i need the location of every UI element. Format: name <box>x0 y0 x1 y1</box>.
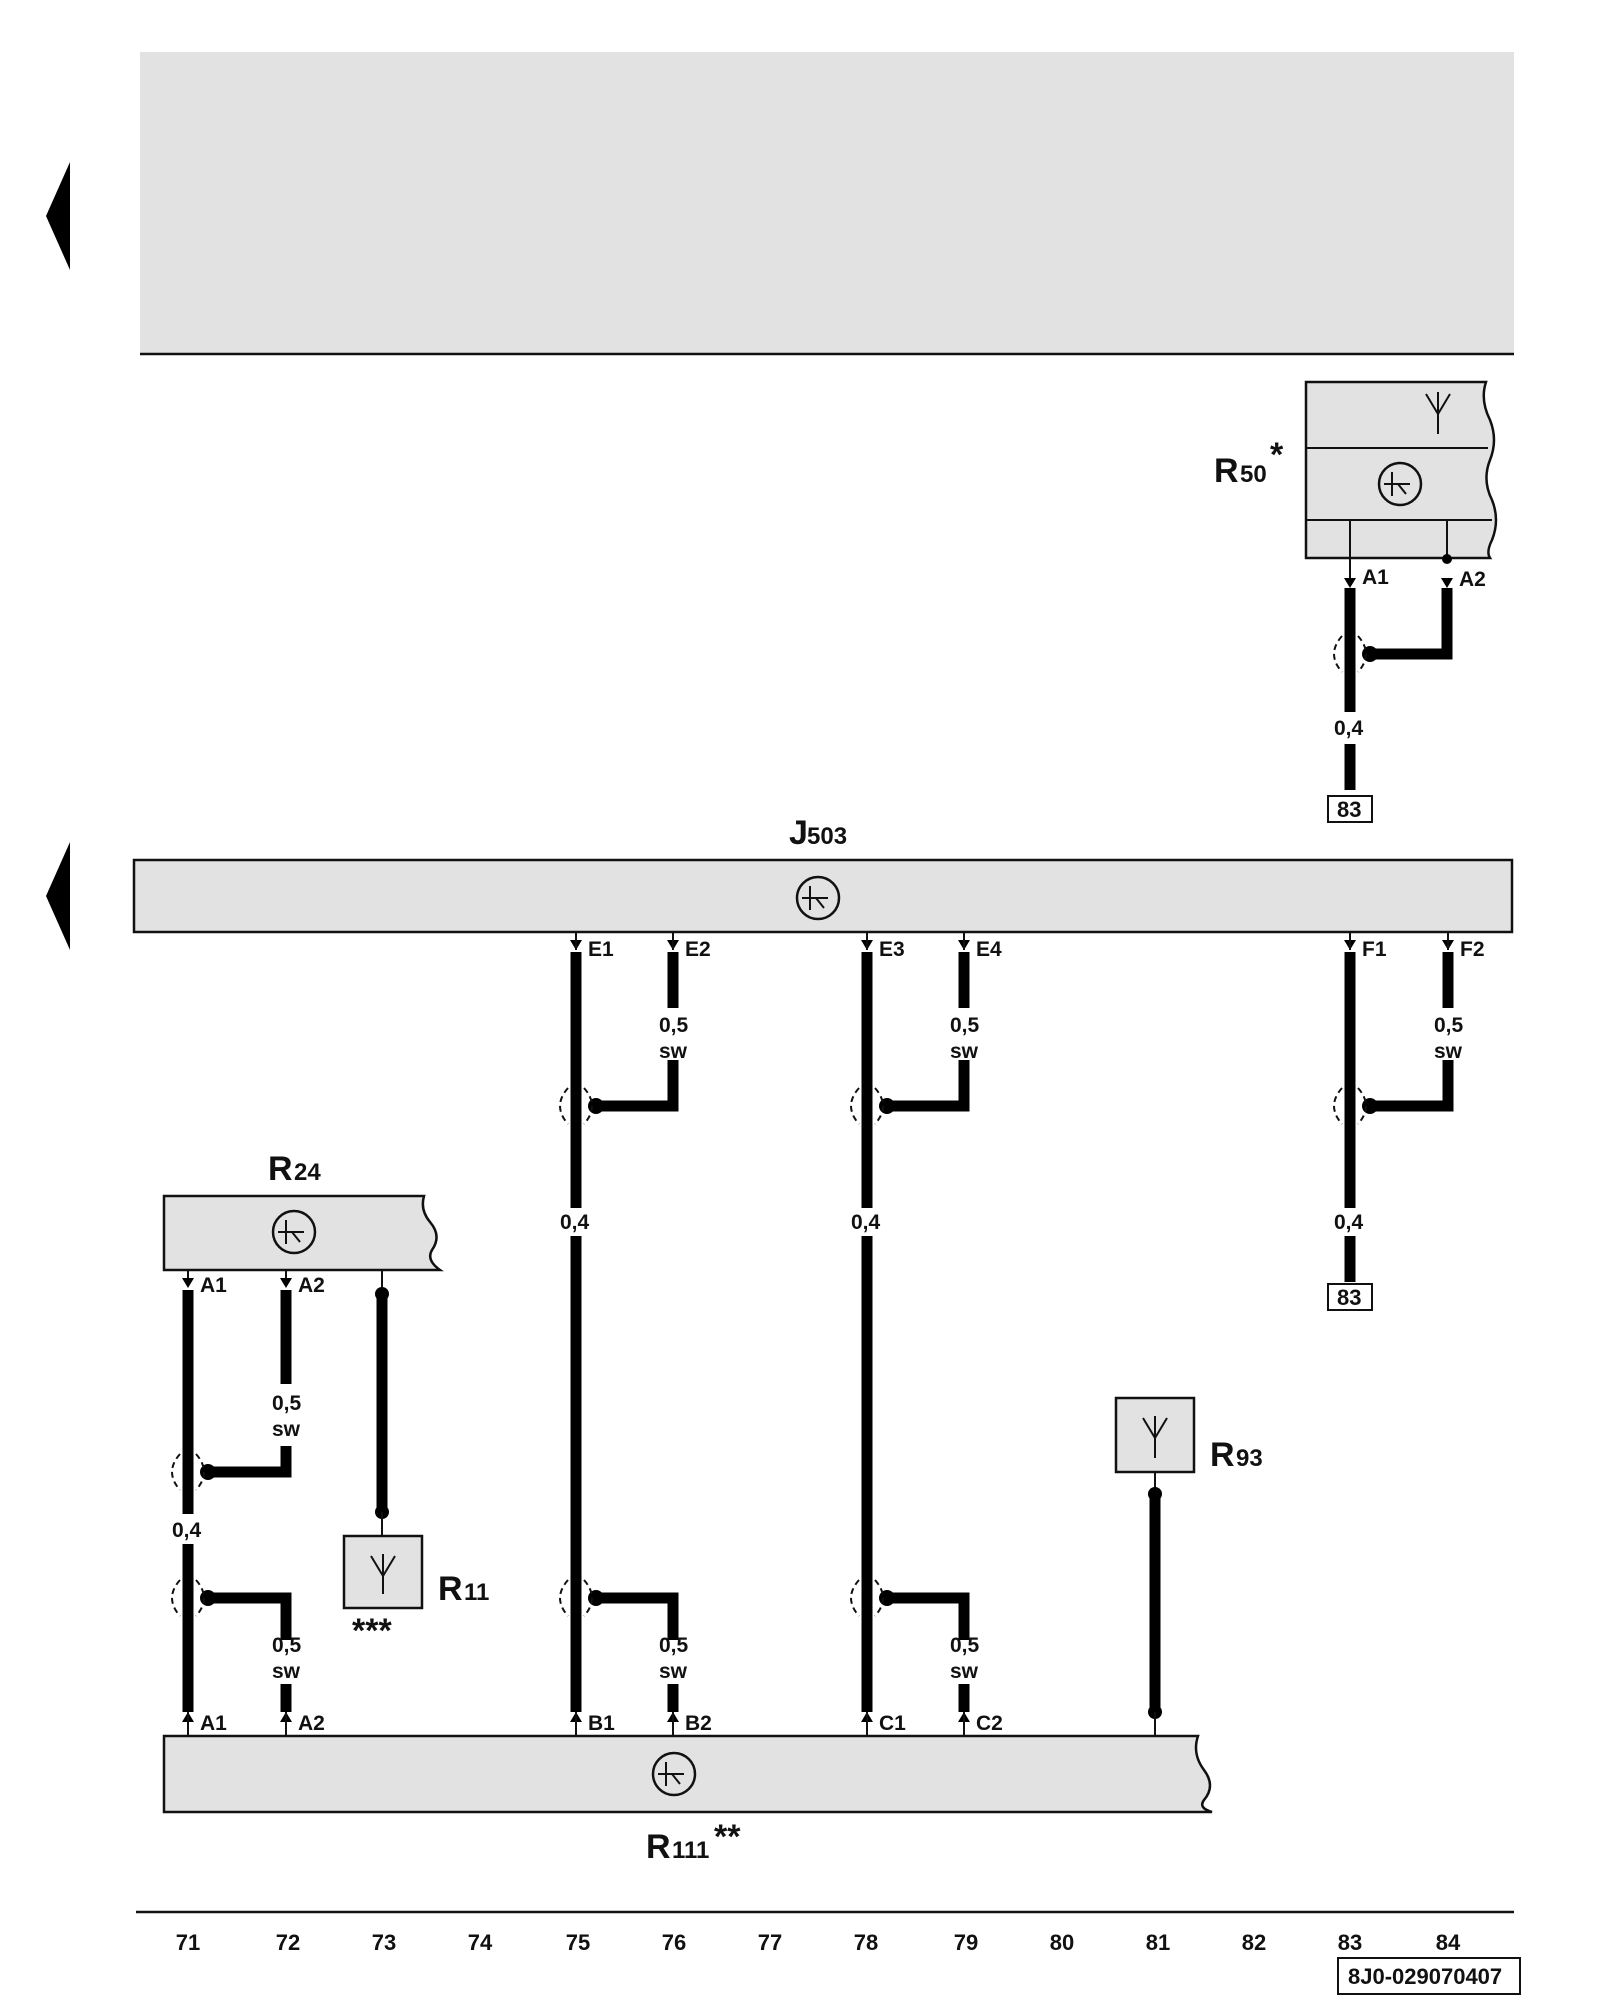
pin-j503-f2: F2 <box>1460 938 1485 961</box>
column-number: 82 <box>1242 1930 1266 1955</box>
wire-size-e3: 0,4 <box>851 1211 881 1234</box>
component-r93: R 93 <box>1114 1396 1263 1474</box>
column-number: 74 <box>468 1930 493 1955</box>
antenna-icon <box>370 1554 396 1594</box>
r111-mark: ** <box>714 1818 741 1856</box>
component-r11: R 11 *** <box>342 1534 489 1650</box>
r111-letter: R <box>646 1828 671 1866</box>
wire-size-b2: 0,5 <box>659 1634 689 1657</box>
r50-mark: * <box>1270 436 1284 474</box>
component-r24: R 24 <box>162 1150 444 1272</box>
header-band <box>140 52 1514 354</box>
j503-sub: 503 <box>807 823 847 850</box>
pin-j503-f1: F1 <box>1362 938 1387 961</box>
wire-size-c2: 0,5 <box>950 1634 980 1657</box>
wire-size-e4: 0,5 <box>950 1014 980 1037</box>
column-number: 80 <box>1050 1930 1074 1955</box>
pin-j503-e3: E3 <box>879 938 905 961</box>
pin-j503-e4: E4 <box>976 938 1002 961</box>
wire-size-r50: 0,4 <box>1334 717 1364 740</box>
j503-letter: J <box>789 814 808 852</box>
j503-pins: E1 E2 E3 E4 F1 F2 <box>570 932 1485 961</box>
r24-letter: R <box>268 1150 293 1188</box>
ref-83-bottom: 83 <box>1337 1285 1361 1310</box>
column-number: 78 <box>854 1930 878 1955</box>
column-number: 84 <box>1436 1930 1461 1955</box>
pin-r111-a1: A1 <box>200 1712 227 1735</box>
wire-color-f2: sw <box>1434 1040 1463 1063</box>
control-unit-icon <box>795 875 841 921</box>
wire-size-f2: 0,5 <box>1434 1014 1464 1037</box>
column-numbers: 71 72 73 74 75 76 77 78 79 80 81 82 83 84 <box>176 1930 1461 1955</box>
pin-r50-a1: A1 <box>1362 566 1389 589</box>
r111-pins: A1 A2 B1 B2 C1 C2 <box>182 1712 1003 1736</box>
doc-code: 8J0-029070407 <box>1348 1964 1502 1989</box>
r93-sub: 93 <box>1236 1445 1263 1472</box>
nav-back-arrow-middle-icon[interactable] <box>46 842 70 950</box>
ref-box-83-top[interactable] <box>1327 795 1373 823</box>
r111-sub: 111 <box>672 1837 709 1864</box>
pin-r24-a1: A1 <box>200 1274 227 1297</box>
antenna-icon <box>1142 1416 1168 1458</box>
column-number: 83 <box>1338 1930 1362 1955</box>
component-r50: R 50 * <box>1214 380 1498 560</box>
wire-color-b2: sw <box>659 1660 688 1683</box>
pin-r111-b2: B2 <box>685 1712 712 1735</box>
pin-r50-a2: A2 <box>1459 568 1486 591</box>
pin-j503-e1: E1 <box>588 938 614 961</box>
wire-size-e1: 0,4 <box>560 1211 590 1234</box>
column-number: 81 <box>1146 1930 1170 1955</box>
wire-color-c2: sw <box>950 1660 979 1683</box>
pin-r24-a2: A2 <box>298 1274 325 1297</box>
r93-letter: R <box>1210 1436 1235 1474</box>
component-j503: J 503 <box>132 814 1514 934</box>
pin-r111-a2: A2 <box>298 1712 325 1735</box>
wire-size-r111-a2: 0,5 <box>272 1634 302 1657</box>
column-number: 79 <box>954 1930 978 1955</box>
wire-color-e2: sw <box>659 1040 688 1063</box>
r50-letter: R <box>1214 452 1239 490</box>
column-number: 77 <box>758 1930 782 1955</box>
pin-r111-b1: B1 <box>588 1712 615 1735</box>
component-r111: R 111 ** <box>162 1734 1213 1866</box>
r11-sub: 11 <box>464 1579 489 1606</box>
radio-module-icon <box>271 1209 317 1255</box>
wire-size-e2: 0,5 <box>659 1014 689 1037</box>
r50-sub: 50 <box>1240 461 1267 488</box>
wire-size-r24-a1: 0,4 <box>172 1519 202 1542</box>
wire-size-r24-a2: 0,5 <box>272 1392 302 1415</box>
r11-letter: R <box>438 1570 463 1608</box>
pin-r111-c2: C2 <box>976 1712 1003 1735</box>
column-number: 71 <box>176 1930 200 1955</box>
column-number: 72 <box>276 1930 300 1955</box>
nav-back-arrow-top-icon[interactable] <box>46 162 70 270</box>
pin-j503-e2: E2 <box>685 938 711 961</box>
antenna-icon <box>1425 392 1451 434</box>
column-number: 75 <box>566 1930 590 1955</box>
pin-r111-c1: C1 <box>879 1712 906 1735</box>
ref-83-top: 83 <box>1337 797 1361 822</box>
wire-color-r24-a2: sw <box>272 1418 301 1441</box>
doc-code-box <box>1337 1957 1521 1995</box>
column-number: 73 <box>372 1930 396 1955</box>
wire-size-f1: 0,4 <box>1334 1211 1364 1234</box>
radio-module-icon <box>651 1751 697 1797</box>
column-number: 76 <box>662 1930 686 1955</box>
r11-mark: *** <box>352 1612 392 1650</box>
ref-box-83-bottom[interactable] <box>1327 1283 1373 1311</box>
wire-color-r111-a2: sw <box>272 1660 301 1683</box>
radio-module-icon <box>1377 461 1423 507</box>
wire-color-e4: sw <box>950 1040 979 1063</box>
r24-sub: 24 <box>294 1159 321 1186</box>
